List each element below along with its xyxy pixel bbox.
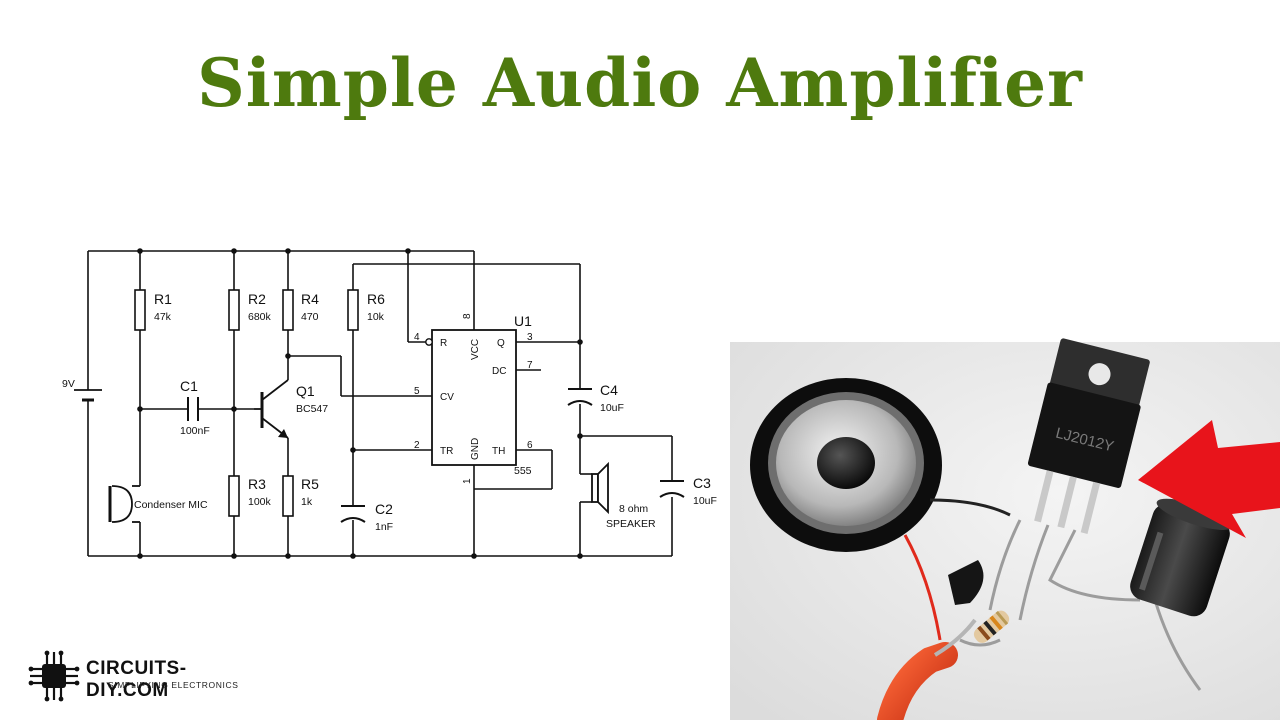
mic-label: Condenser MIC — [134, 499, 208, 511]
c1-symbol — [187, 397, 199, 421]
r2-label: R2 — [248, 291, 266, 307]
r3-label: R3 — [248, 476, 266, 492]
u1-label: U1 — [514, 313, 532, 329]
battery-value: 9V — [62, 378, 75, 390]
junction-dots — [137, 248, 583, 559]
pin-2-number: 2 — [414, 440, 420, 451]
c4-symbol — [567, 388, 593, 406]
r2-value: 680k — [248, 311, 272, 323]
c1-label: C1 — [180, 378, 198, 394]
q1-emitter-arrow — [278, 429, 288, 438]
r5-label: R5 — [301, 476, 319, 492]
c2-symbol — [340, 505, 366, 523]
speaker-symbol — [591, 461, 609, 515]
pin-7-number: 7 — [527, 360, 533, 371]
r4-label: R4 — [301, 291, 319, 307]
chip-logo-icon — [28, 650, 80, 702]
pin-gnd-name: GND — [470, 438, 481, 460]
pin-tr-name: TR — [440, 446, 453, 457]
pin-8-number: 8 — [462, 313, 473, 319]
r1-value: 47k — [154, 311, 172, 323]
microphone-symbol — [108, 485, 140, 523]
r6-value: 10k — [367, 311, 385, 323]
q1-transistor-symbol — [254, 379, 289, 439]
brand-logo[interactable]: CIRCUITS-DIY.COM SIMPLIFYING ELECTRONICS — [26, 648, 266, 704]
c1-value: 100nF — [180, 425, 210, 437]
pin-q-name: Q — [497, 338, 505, 349]
speaker-value: 8 ohm — [619, 503, 648, 515]
page-title: Simple Audio Amplifier — [197, 44, 1083, 122]
speaker-label: SPEAKER — [606, 518, 656, 530]
r6-label: R6 — [367, 291, 385, 307]
pin-5-number: 5 — [414, 386, 420, 397]
c4-label: C4 — [600, 382, 618, 398]
q1-label: Q1 — [296, 383, 315, 399]
logo-tagline: SIMPLIFYING ELECTRONICS — [108, 680, 239, 690]
c4-value: 10uF — [600, 402, 624, 414]
r1-label: R1 — [154, 291, 172, 307]
u1-part: 555 — [514, 465, 532, 477]
pin-3-number: 3 — [527, 332, 533, 343]
pin-6-number: 6 — [527, 440, 533, 451]
pin-dc-name: DC — [492, 366, 506, 377]
reset-inverter-bubble — [425, 338, 433, 346]
r5-value: 1k — [301, 496, 313, 508]
r4-value: 470 — [301, 311, 319, 323]
r3-value: 100k — [248, 496, 272, 508]
c2-label: C2 — [375, 501, 393, 517]
c3-value: 10uF — [693, 495, 717, 507]
pin-r-name: R — [440, 338, 447, 349]
c3-symbol — [659, 480, 685, 498]
u1-ic-body — [431, 329, 517, 466]
pin-th-name: TH — [492, 446, 505, 457]
c2-value: 1nF — [375, 521, 393, 533]
pin-4-number: 4 — [414, 332, 420, 343]
q1-value: BC547 — [296, 403, 328, 415]
pin-vcc-name: VCC — [470, 339, 481, 360]
logo-name: CIRCUITS-DIY.COM — [86, 658, 187, 701]
schematic-wires — [87, 250, 673, 557]
resistor-bodies — [134, 289, 359, 517]
pin-1-number: 1 — [462, 478, 473, 484]
pin-cv-name: CV — [440, 392, 454, 403]
c3-label: C3 — [693, 475, 711, 491]
